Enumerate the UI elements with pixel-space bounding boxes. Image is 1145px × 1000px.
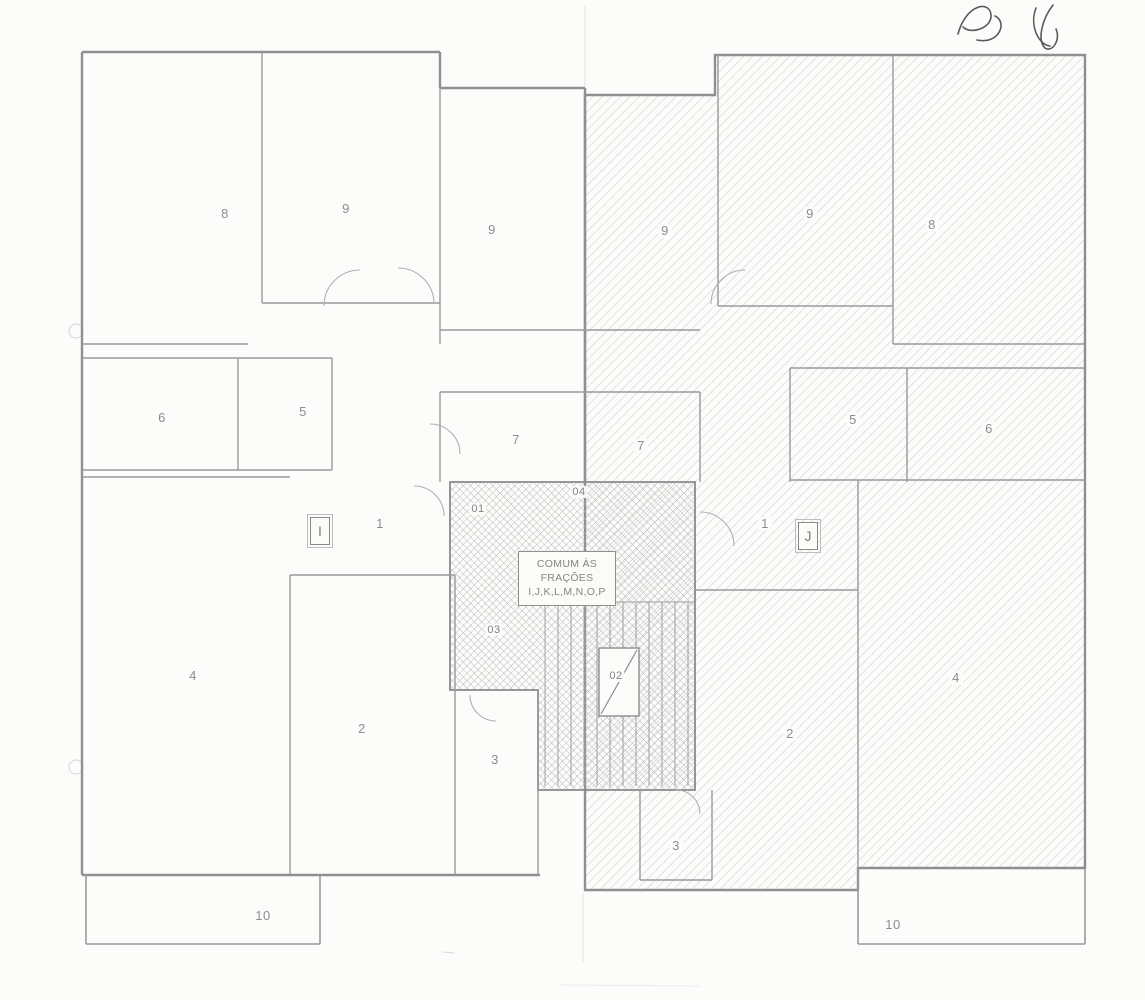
room-label-j-2: 2 (783, 726, 797, 742)
common-area-line2: FRAÇÕES (540, 572, 594, 585)
room-label-j-8: 8 (925, 217, 939, 233)
room-label-j-9a: 9 (658, 223, 672, 239)
room-label-j-1: 1 (758, 516, 772, 532)
core-label-03: 03 (485, 623, 503, 637)
core-label-02: 02 (607, 669, 625, 683)
unit-letter-j: J (795, 519, 821, 553)
unit-j-balcony-walls (857, 868, 1086, 945)
room-label-i-2: 2 (355, 721, 369, 737)
room-label-j-3: 3 (669, 838, 683, 854)
room-label-j-9b: 9 (803, 206, 817, 222)
room-label-j-7: 7 (634, 438, 648, 454)
core-label-01: 01 (469, 502, 487, 516)
room-label-i-8: 8 (218, 206, 232, 222)
room-label-i-7: 7 (509, 432, 523, 448)
unit-letter-i-text: I (318, 523, 322, 539)
room-label-i-1: 1 (373, 516, 387, 532)
unit-letter-i: I (307, 514, 333, 548)
unit-letter-j-text: J (804, 528, 812, 544)
unit-i-balcony-walls (85, 875, 321, 945)
room-label-i-10: 10 (252, 908, 274, 924)
common-area-line3: I,J,K,L,M,N,O,P (528, 586, 606, 599)
common-area-line1: COMUM ÀS (536, 558, 598, 570)
room-label-i-3: 3 (488, 752, 502, 768)
handwritten-mark (957, 4, 1059, 50)
common-area-label: COMUM ÀS FRAÇÕES I,J,K,L,M,N,O,P (518, 551, 616, 606)
room-label-j-10: 10 (882, 917, 904, 933)
room-label-j-4: 4 (949, 670, 963, 686)
room-label-i-9a: 9 (339, 201, 353, 217)
unit-i-interior-walls (82, 52, 585, 875)
scan-artifacts (68, 6, 701, 987)
door-arcs (323, 267, 746, 815)
room-label-i-9b: 9 (485, 222, 499, 238)
room-label-i-6: 6 (155, 410, 169, 426)
unit-i-outer-walls (80, 50, 587, 877)
unit-j-interior-walls (585, 55, 1085, 881)
room-label-i-4: 4 (186, 668, 200, 684)
room-label-j-5: 5 (846, 412, 860, 428)
core-label-04: 04 (570, 485, 588, 499)
staircase (538, 601, 695, 786)
room-label-j-6: 6 (982, 421, 996, 437)
room-label-i-5: 5 (296, 404, 310, 420)
